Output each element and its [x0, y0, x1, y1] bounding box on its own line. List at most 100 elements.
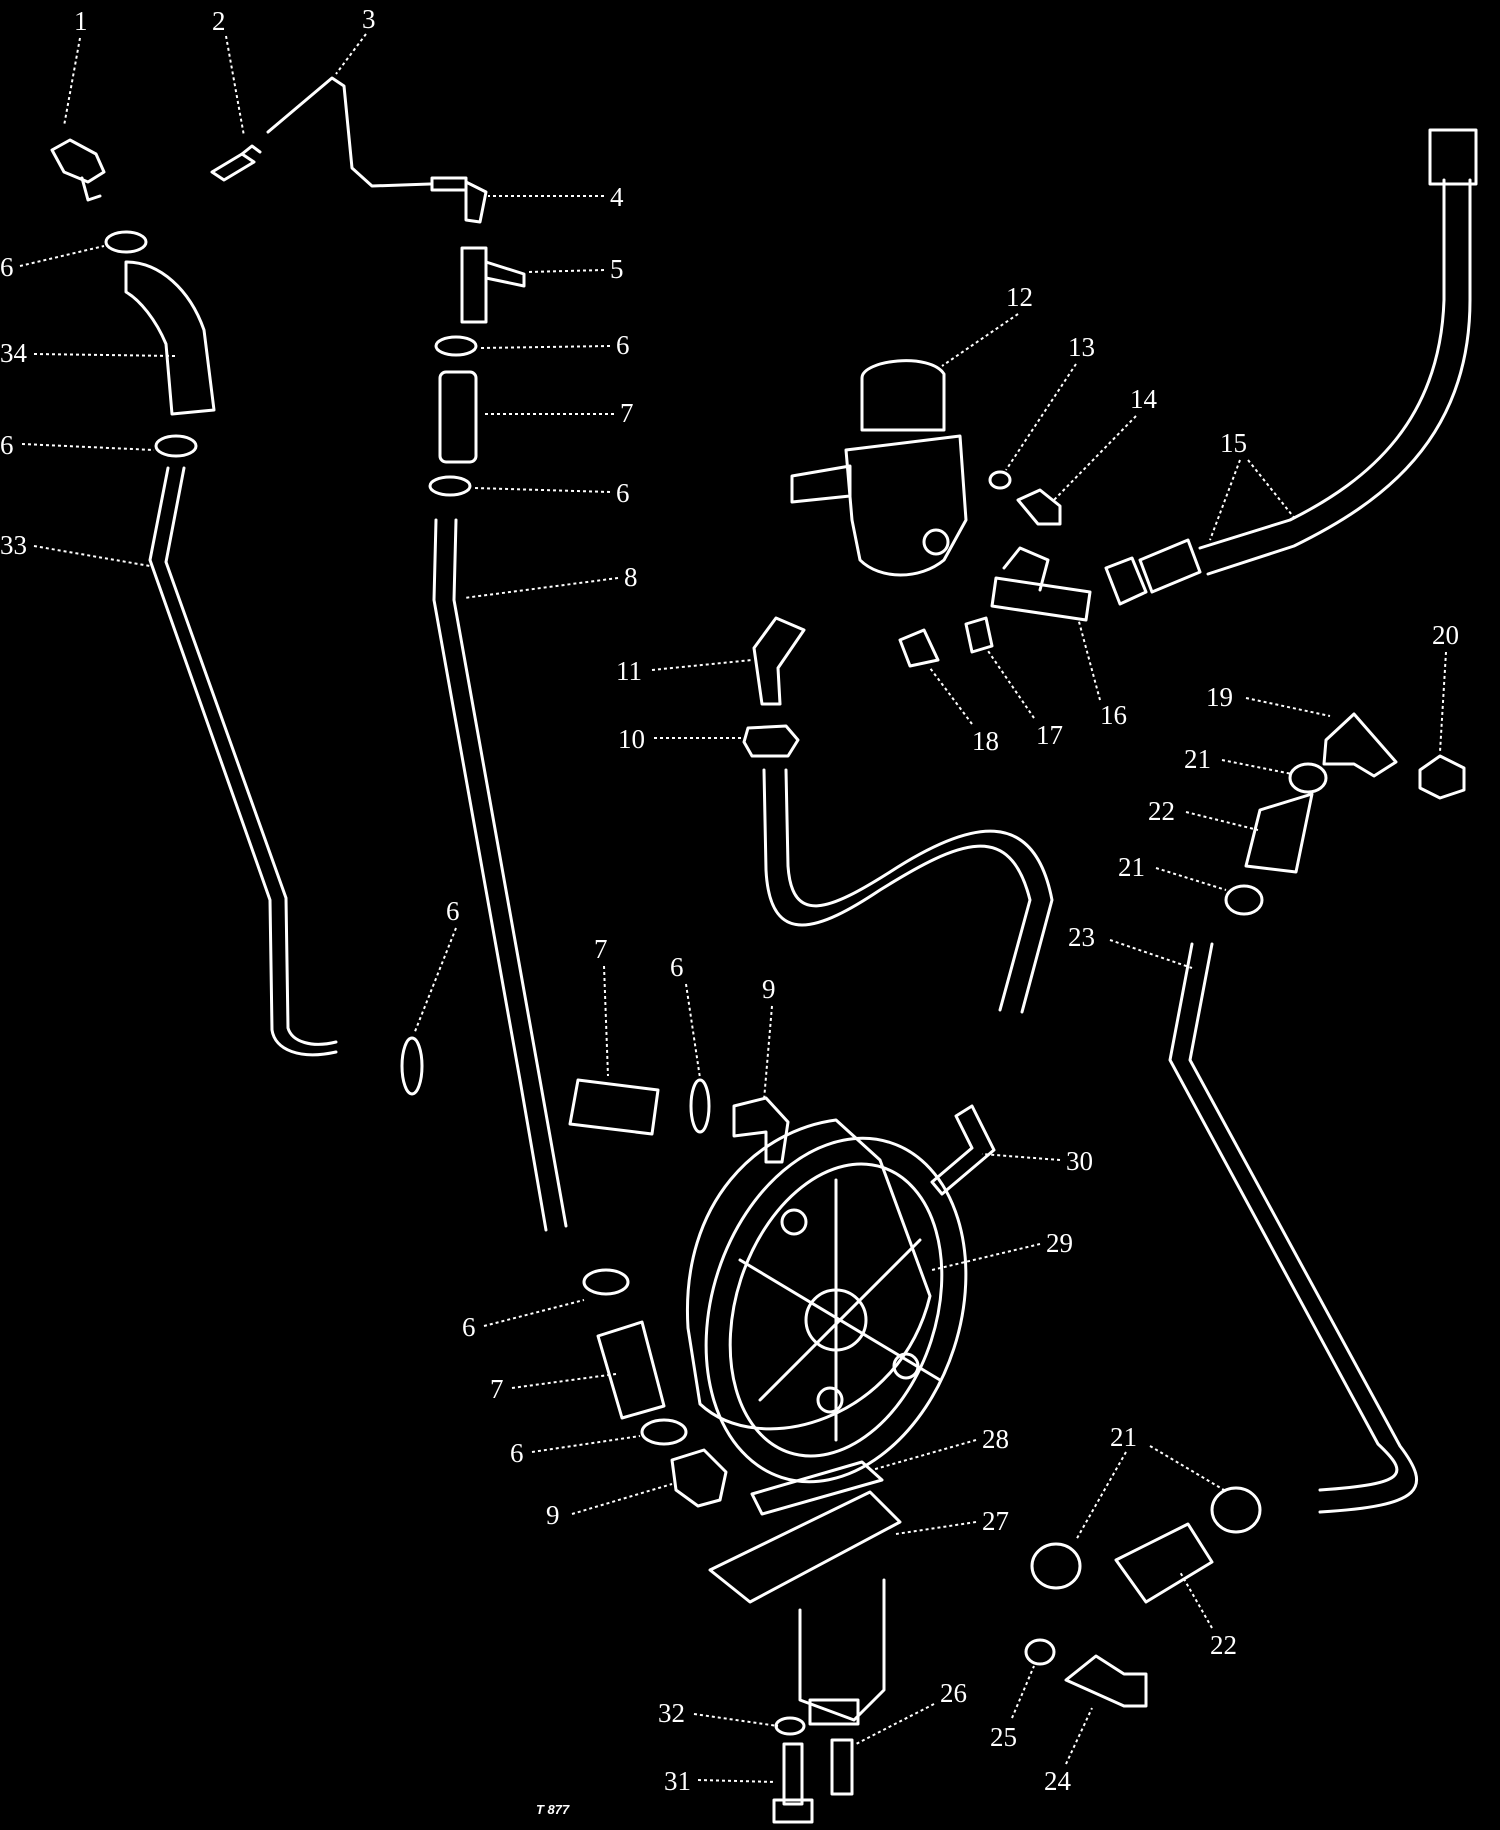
leader-30	[981, 1153, 1061, 1161]
callout-26: 26	[940, 1678, 967, 1708]
part-32-washer	[774, 1716, 806, 1736]
part-7-sleeve	[438, 370, 478, 464]
callout-28: 28	[982, 1424, 1009, 1454]
part-28-gasket	[750, 1460, 884, 1516]
callout-13: 13	[1068, 332, 1095, 362]
leader-6	[479, 345, 611, 349]
callout-5: 5	[610, 254, 624, 284]
part-22-sleeve	[1244, 792, 1314, 874]
part-23-tube	[1168, 942, 1399, 1492]
leader-22	[1179, 1571, 1213, 1629]
part-30-fitting	[930, 1104, 996, 1196]
callout-6: 6	[616, 330, 630, 360]
leader-6	[473, 487, 611, 493]
fuel-line	[762, 768, 1032, 1012]
callout-6: 6	[0, 430, 14, 460]
leader-31	[697, 1779, 777, 1783]
leader-12	[941, 313, 1019, 367]
callout-22: 22	[1148, 796, 1175, 826]
leader-21	[1221, 759, 1293, 775]
part-16-tee	[990, 546, 1092, 622]
callout-8: 8	[624, 562, 638, 592]
callout-6: 6	[0, 252, 14, 282]
part-11-fitting	[752, 616, 806, 706]
callout-7: 7	[594, 934, 608, 964]
callout-2: 2	[212, 6, 226, 36]
callout-20: 20	[1432, 620, 1459, 650]
part-9-elbow	[670, 1448, 728, 1508]
leader-23	[1109, 939, 1193, 969]
leader-28	[871, 1439, 977, 1471]
callout-6: 6	[510, 1438, 524, 1468]
callout-6: 6	[670, 952, 684, 982]
part-6-clamp	[434, 335, 478, 357]
leader-24	[1065, 1707, 1093, 1765]
callout-10: 10	[618, 724, 645, 754]
callout-34: 34	[0, 338, 28, 368]
part-34-hose	[124, 260, 216, 416]
leader-6	[685, 983, 701, 1079]
part-27-bracket	[708, 1490, 902, 1726]
callout-25: 25	[990, 1722, 1017, 1752]
callout-31: 31	[664, 1766, 691, 1796]
leader-7	[511, 1373, 617, 1389]
part-8-tube	[432, 518, 548, 1232]
part-18-cap	[898, 628, 940, 668]
callout-9: 9	[546, 1500, 560, 1530]
leader-6	[531, 1435, 641, 1453]
part-15-line	[1104, 128, 1478, 606]
leader-7	[603, 965, 609, 1077]
callout-30: 30	[1066, 1146, 1093, 1176]
leader-17	[985, 647, 1035, 719]
leader-14	[1053, 415, 1137, 501]
callout-21: 21	[1110, 1422, 1137, 1452]
part-12-filter	[790, 359, 968, 577]
leader-9	[571, 1483, 673, 1515]
part-26-stud	[830, 1738, 854, 1796]
part-9-elbow	[732, 1096, 790, 1164]
leader-26	[855, 1703, 935, 1745]
leader-9	[763, 1005, 773, 1101]
part-10-nut	[742, 724, 800, 758]
callouts: 1 2 3 4 5 6 6 6 6 6 6 6 6 7 7 7 8	[0, 4, 1459, 1796]
leader-22	[1185, 811, 1259, 831]
part-7-sleeve	[596, 1320, 666, 1420]
callout-19: 19	[1206, 682, 1233, 712]
callout-7: 7	[490, 1374, 504, 1404]
part-5-tee	[460, 246, 526, 324]
callout-32: 32	[658, 1698, 685, 1728]
leader-8	[463, 577, 619, 599]
part-21-clamp	[1030, 1542, 1082, 1590]
callout-18: 18	[972, 726, 999, 756]
figure-id: T 877	[536, 1802, 570, 1817]
part-13-washer	[988, 470, 1012, 490]
part-21-clamp	[1288, 762, 1328, 794]
part-6-clamp	[428, 475, 472, 497]
part-7-sleeve	[568, 1078, 660, 1136]
leader-6	[19, 245, 105, 267]
part-24-bolt	[1064, 1654, 1148, 1708]
part-29-fuel-pump	[685, 1118, 968, 1484]
callout-1: 1	[74, 6, 88, 36]
callout-16: 16	[1100, 700, 1127, 730]
leader-32	[693, 1713, 779, 1727]
leader-29	[931, 1243, 1041, 1271]
leader-5	[527, 269, 605, 273]
callout-27: 27	[982, 1506, 1009, 1536]
callout-11: 11	[616, 656, 642, 686]
part-21-clamp	[1224, 884, 1264, 916]
leader-1	[63, 37, 81, 127]
leader-3	[335, 33, 367, 75]
callout-23: 23	[1068, 922, 1095, 952]
part-4-elbow	[430, 176, 488, 224]
leader-15	[1209, 459, 1297, 541]
part-33-tube	[148, 466, 338, 1057]
callout-4: 4	[610, 182, 624, 212]
callout-12: 12	[1006, 282, 1033, 312]
callout-6: 6	[616, 478, 630, 508]
leader-6	[483, 1299, 585, 1327]
callout-9: 9	[762, 974, 776, 1004]
leader-11	[651, 659, 753, 671]
callout-33: 33	[0, 530, 27, 560]
